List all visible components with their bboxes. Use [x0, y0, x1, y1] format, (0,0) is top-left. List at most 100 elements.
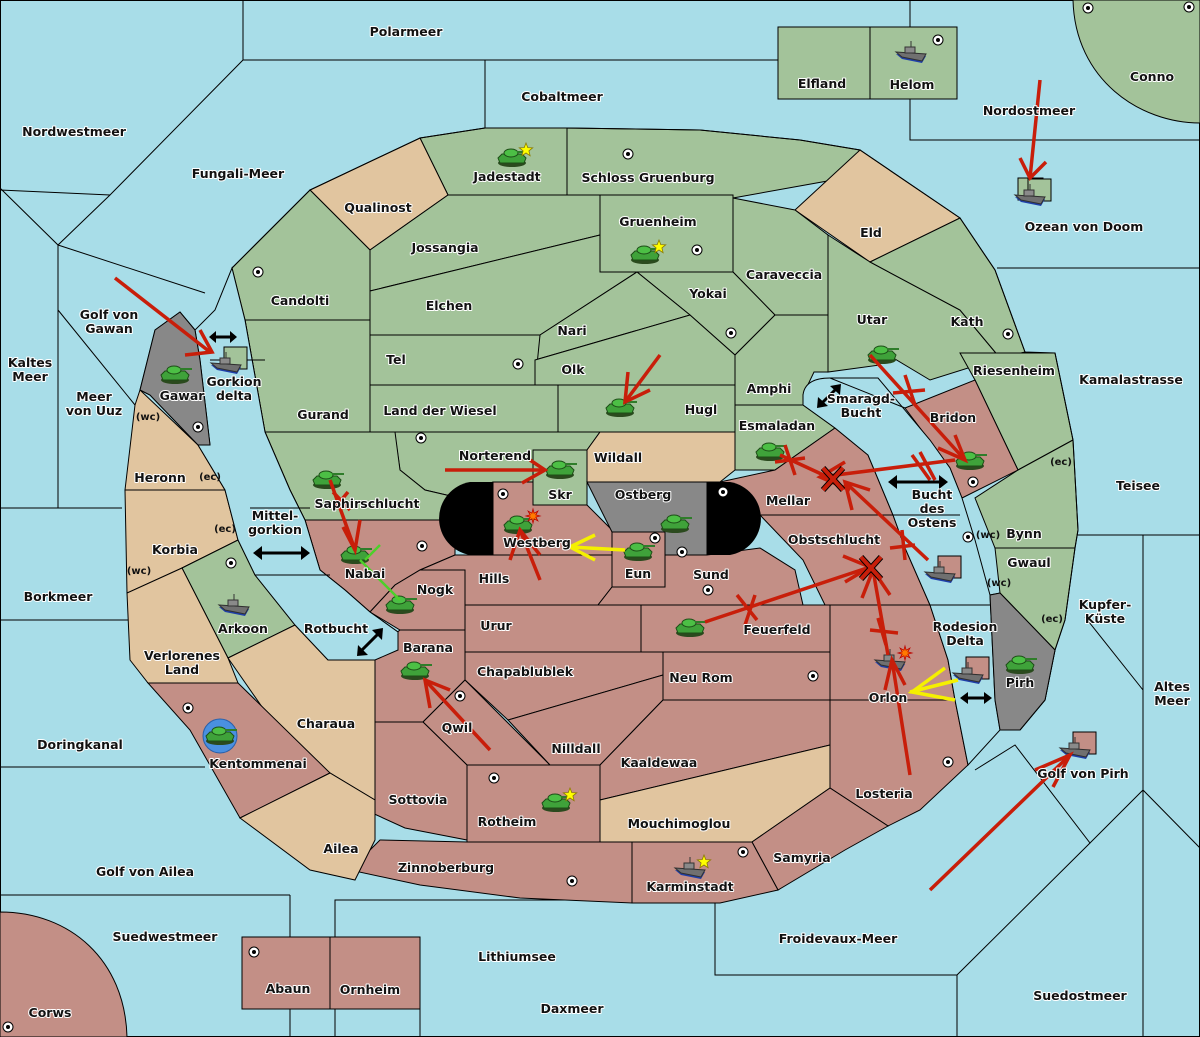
sea-label-kupfer: Kupfer-Küste [1079, 597, 1132, 626]
failed-order-x [889, 529, 916, 561]
territory-helom[interactable] [869, 26, 958, 100]
coast-label: (wc) [987, 578, 1011, 589]
fleet-unit[interactable]: Bucht des Ostens [923, 555, 962, 583]
fleet-unit[interactable]: Gorkion delta [209, 346, 248, 374]
territory-label-utar: Utar [857, 312, 889, 327]
impassable-center [439, 482, 761, 555]
territory-label-pirh: Pirh [1006, 675, 1035, 690]
sea-label-teisee: Teisee [1116, 478, 1160, 493]
territory-label-amphi: Amphi [747, 381, 792, 396]
territory-label-tel: Tel [386, 352, 406, 367]
army-unit[interactable]: Eun [623, 542, 655, 561]
territory-zinnoberburg[interactable] [348, 839, 633, 904]
territory-label-elfland: Elfland [798, 76, 846, 91]
supply-center-icon [488, 772, 500, 784]
territory-label-helom: Helom [890, 77, 935, 92]
territory-label-zinnoberburg: Zinnoberburg [398, 860, 494, 875]
fleet-unit[interactable]: Golf von Pirh [1058, 731, 1097, 759]
passage-arrow [817, 384, 841, 408]
army-unit[interactable]: Rotheim [541, 786, 578, 812]
territory-label-esmaladan: Esmaladan [739, 418, 815, 433]
coast-label: (ec) [214, 524, 236, 535]
army-unit[interactable]: Kentommenai [202, 718, 238, 754]
supply-center-icon [252, 266, 264, 278]
supply-center-icon [942, 756, 954, 768]
territory-label-bridon: Bridon [930, 410, 976, 425]
territory-conno[interactable] [1072, 0, 1200, 124]
army-unit[interactable]: Feuerfeld [675, 618, 707, 637]
sea-label-cobaltmeer: Cobaltmeer [521, 89, 603, 104]
territory-label-barana: Barana [403, 640, 453, 655]
army-unit[interactable]: Esmaladan [755, 442, 787, 461]
army-unit[interactable]: Hugl [605, 398, 637, 417]
fleet-unit[interactable]: Rodesion Delta [951, 656, 990, 684]
supply-center-icon [932, 34, 944, 46]
sea-label-smaragd: Smaragd-Bucht [827, 391, 895, 420]
fleet-unit[interactable]: Helom [894, 41, 927, 63]
territory-label-charaua: Charaua [297, 716, 355, 731]
army-unit[interactable]: Skr [545, 460, 577, 479]
army-unit[interactable]: Ostberg [660, 514, 692, 533]
territory-label-ornheim: Ornheim [340, 982, 400, 997]
fleet-unit[interactable]: Ozean von Doom [1013, 178, 1052, 206]
orders-layer [113, 79, 1074, 892]
passage-arrow [888, 475, 948, 489]
supply-center-icon [725, 327, 737, 339]
failed-order-x [774, 444, 806, 476]
territory-label-gawar: Gawar [160, 388, 206, 403]
territory-label-korbia: Korbia [152, 542, 198, 557]
supply-center-icon [807, 670, 819, 682]
territory-label-yokai: Yokai [688, 286, 727, 301]
territory-label-eun: Eun [625, 566, 651, 581]
supply-center-icon [566, 875, 578, 887]
fleet-unit[interactable]: Karminstadt [673, 853, 712, 879]
coast-label: (wc) [127, 566, 151, 577]
supply-center-icon [248, 946, 260, 958]
labels-layer: PolarmeerCobaltmeerNordwestmeerFungali-M… [7, 23, 1192, 1021]
failed-order-x [869, 617, 899, 646]
army-unit[interactable]: Westberg [503, 507, 542, 534]
sea-label-polarmeer: Polarmeer [370, 24, 444, 39]
territory-label-ostberg: Ostberg [615, 487, 672, 502]
sea-label-rotbucht: Rotbucht [304, 621, 368, 636]
territory-ailea[interactable] [239, 772, 376, 881]
territory-label-wiesel: Land der Wiesel [383, 403, 496, 418]
territory-label-mouchi: Mouchimoglou [628, 816, 731, 831]
supply-center-icon [737, 846, 749, 858]
army-unit[interactable]: Gawar [160, 365, 192, 384]
territory-ornheim[interactable] [329, 936, 421, 1010]
territory-rotheim[interactable] [466, 764, 601, 843]
territory-label-corws: Corws [29, 1005, 72, 1020]
sea-label-ozean: Ozean von Doom [1025, 219, 1144, 234]
sea-label-froidevaux: Froidevaux-Meer [779, 931, 898, 946]
support-order-arrow [907, 666, 959, 702]
army-unit[interactable]: Jadestadt [497, 141, 534, 167]
territory-corws[interactable] [0, 911, 128, 1037]
sea-label-kamala: Kamalastrasse [1079, 372, 1183, 387]
move-order-arrow [883, 654, 912, 776]
fleet-unit[interactable]: Arkoon [217, 594, 250, 616]
territory-label-rotheim: Rotheim [478, 814, 537, 829]
territory-label-nogk: Nogk [417, 582, 454, 597]
territory-label-urur: Urur [480, 618, 512, 633]
sea-label-borkmeer: Borkmeer [24, 589, 94, 604]
army-unit[interactable]: Pirh [1005, 655, 1037, 674]
army-unit[interactable]: Barana [400, 661, 432, 680]
army-unit[interactable]: Gruenheim [630, 238, 667, 264]
supply-center-icon [225, 557, 237, 569]
supply-center-icon [2, 1021, 14, 1033]
coast-label: (ec) [199, 472, 221, 483]
supply-center-icon [676, 546, 688, 558]
territory-label-qualinost: Qualinost [344, 200, 411, 215]
supply-center-icon [512, 358, 524, 370]
territory-label-caraveccia: Caraveccia [746, 267, 822, 282]
territory-gruenheim[interactable] [599, 194, 734, 273]
